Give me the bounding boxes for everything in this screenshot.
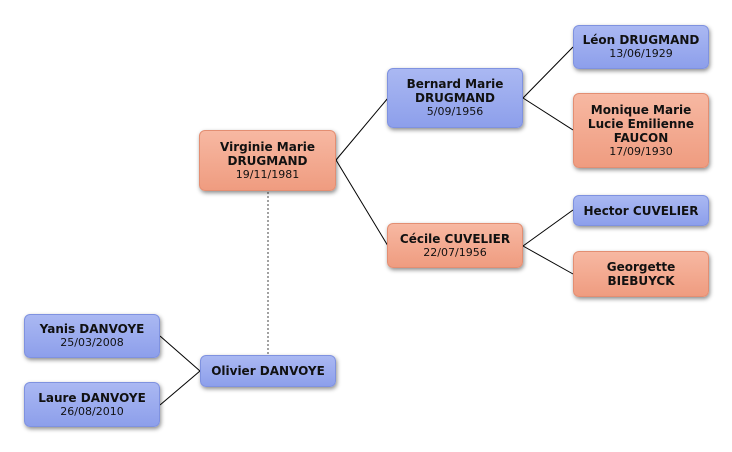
link-laure-olivier <box>159 370 201 406</box>
person-date: 25/03/2008 <box>60 336 124 349</box>
person-date: 13/06/1929 <box>609 47 673 60</box>
person-name: Yanis DANVOYE <box>39 322 145 336</box>
person-cecile[interactable]: Cécile CUVELIER 22/07/1956 <box>387 223 523 268</box>
person-date: 17/09/1930 <box>609 144 673 158</box>
person-name: Bernard Marie DRUGMAND <box>406 77 504 105</box>
person-date: 22/07/1956 <box>423 245 487 259</box>
link-virginie-bernard <box>335 97 389 161</box>
link-yanis-olivier <box>159 335 201 372</box>
person-yanis[interactable]: Yanis DANVOYE 25/03/2008 <box>24 314 160 358</box>
link-cecile-hector <box>522 209 574 247</box>
person-virginie[interactable]: Virginie Marie DRUGMAND 19/11/1981 <box>199 130 336 191</box>
link-cecile-georgette <box>522 245 574 275</box>
person-georgette[interactable]: Georgette BIEBUYCK <box>573 251 709 297</box>
person-date: 19/11/1981 <box>235 167 300 181</box>
person-name: Monique Marie Lucie Emilienne FAUCON <box>587 102 695 145</box>
person-bernard[interactable]: Bernard Marie DRUGMAND 5/09/1956 <box>387 68 523 128</box>
person-monique[interactable]: Monique Marie Lucie Emilienne FAUCON 17/… <box>573 93 709 168</box>
link-virginie-cecile <box>335 159 389 247</box>
person-laure[interactable]: Laure DANVOYE 26/08/2010 <box>24 382 160 427</box>
person-hector[interactable]: Hector CUVELIER <box>573 195 709 226</box>
person-leon[interactable]: Léon DRUGMAND 13/06/1929 <box>573 25 709 69</box>
link-bernard-leon <box>522 46 574 99</box>
person-name: Cécile CUVELIER <box>399 231 511 246</box>
person-olivier[interactable]: Olivier DANVOYE <box>200 355 336 387</box>
person-name: Olivier DANVOYE <box>211 364 325 378</box>
person-name: Laure DANVOYE <box>38 390 146 405</box>
person-name: Hector CUVELIER <box>583 203 699 218</box>
person-date: 5/09/1956 <box>426 105 484 118</box>
person-date: 26/08/2010 <box>60 404 124 418</box>
person-name: Léon DRUGMAND <box>582 33 700 47</box>
person-name: Georgette BIEBUYCK <box>606 260 676 288</box>
person-name: Virginie Marie DRUGMAND <box>220 139 315 168</box>
link-bernard-monique <box>522 97 574 131</box>
